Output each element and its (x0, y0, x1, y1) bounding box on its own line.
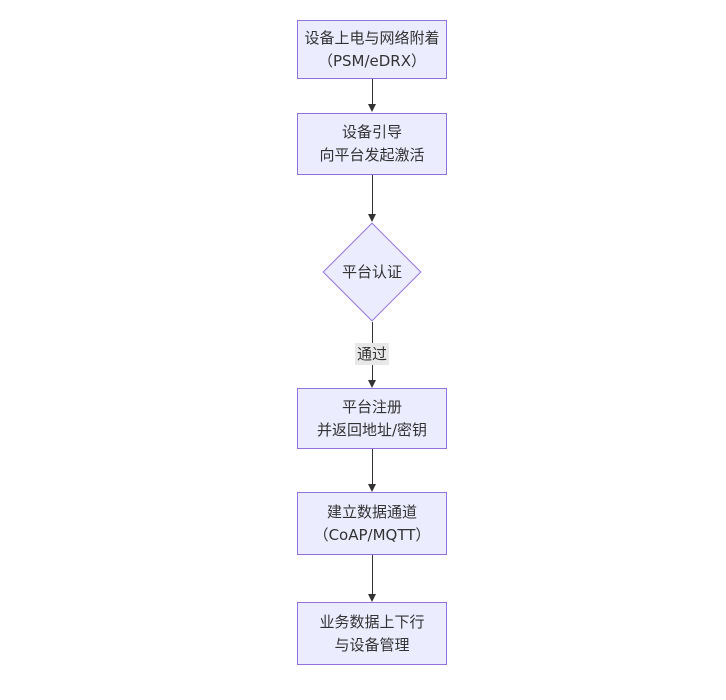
node-text-line: 设备上电与网络附着 (304, 28, 440, 47)
arrow-shaft (371, 175, 373, 214)
decision-platform-auth-label: 平台认证 (341, 263, 402, 281)
arrowhead-icon (367, 484, 376, 492)
node-text-line: 向平台发起激活 (319, 146, 425, 164)
arrowhead-icon (367, 380, 376, 388)
arrow-shaft (371, 449, 373, 484)
node-text-line: 平台注册 (341, 397, 402, 416)
node-text-line: 并返回地址/密钥 (316, 420, 428, 439)
arrow-shaft (371, 555, 373, 594)
node-data-channel: 建立数据通道 （CoAP/MQTT） (297, 492, 447, 555)
node-text-line: 与设备管理 (334, 635, 410, 654)
node-text-line: （PSM/eDRX） (317, 51, 427, 70)
arrowhead-icon (367, 104, 376, 112)
arrowhead-icon (367, 214, 376, 222)
node-text-line: 建立数据通道 (326, 502, 417, 521)
node-device-bootstrap: 设备引导 向平台发起激活 (297, 113, 447, 175)
arrowhead-icon (367, 594, 376, 602)
edge-label-pass: 通过 (354, 343, 390, 365)
node-power-network-attach: 设备上电与网络附着 （PSM/eDRX） (297, 20, 447, 79)
node-text-line: （CoAP/MQTT） (313, 525, 431, 544)
node-text-line: 业务数据上下行 (319, 612, 425, 631)
node-business-data-management: 业务数据上下行 与设备管理 (297, 602, 447, 665)
node-platform-register: 平台注册 并返回地址/密钥 (297, 388, 447, 449)
node-text-line: 设备引导 (341, 123, 402, 141)
arrow-shaft (371, 79, 373, 104)
